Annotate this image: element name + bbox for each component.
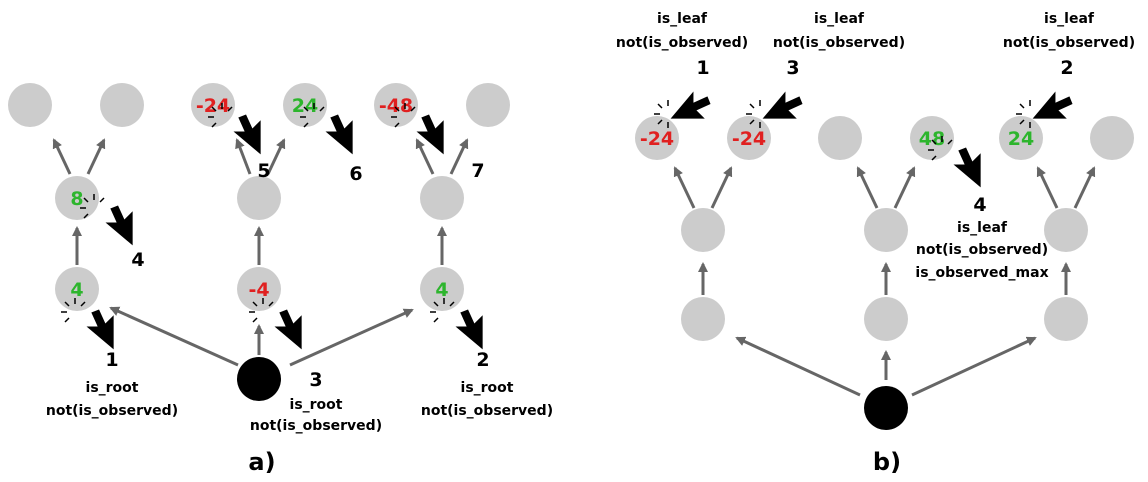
node-value: 24 [292,95,318,117]
leaf-node[interactable] [100,83,144,127]
step-number: 7 [471,160,484,182]
click-indicator [391,103,444,154]
edge [893,166,916,209]
panel-a: -24 24 -48 8 4 -4 4 [8,83,553,476]
step-number: 4 [131,249,144,271]
click-indicator [249,298,302,349]
edge [109,306,239,367]
edge [235,138,252,175]
panel-label: a) [248,448,275,476]
click-indicator [654,92,711,128]
condition-label: is_root [290,397,343,413]
condition-label: not(is_observed) [773,35,905,51]
panel-a-edges [52,138,469,367]
leaf-node[interactable] [818,116,862,160]
first-level-node[interactable] [420,267,464,311]
condition-label: is_leaf [657,11,708,27]
step-number: 5 [257,160,270,182]
click-indicator [300,103,353,154]
panel-b-edges [673,166,1096,397]
node-value: -48 [379,95,413,117]
step-number: 3 [786,57,799,79]
edge [52,138,72,175]
edge [735,336,861,397]
leaf-node[interactable] [1090,116,1134,160]
root-node[interactable] [237,357,281,401]
leaf-node[interactable] [466,83,510,127]
first-level-node[interactable] [1044,297,1088,341]
condition-label: is_root [86,380,139,396]
click-indicator [208,103,261,154]
node-value: 4 [435,279,448,301]
leaf-node[interactable] [999,116,1043,160]
condition-label: not(is_observed) [421,403,553,419]
click-indicator [61,298,114,349]
middle-node[interactable] [1044,208,1088,252]
condition-label: is_root [461,380,514,396]
panel-b: -24 -24 48 24 1 is_leaf not(is_observed)… [616,11,1135,476]
edge [1036,166,1059,209]
node-value: -24 [640,128,674,150]
step-number: 2 [476,349,489,371]
node-value: -4 [248,279,269,301]
click-indicator [928,136,981,187]
root-node[interactable] [864,386,908,430]
click-indicator [430,298,483,349]
edge [449,138,469,175]
leaf-node[interactable] [910,116,954,160]
step-number: 3 [309,369,322,391]
condition-label: is_leaf [814,11,865,27]
edge [86,138,106,175]
middle-node[interactable] [55,176,99,220]
step-number: 4 [973,194,986,216]
condition-label: not(is_observed) [250,418,382,434]
edge [266,138,286,175]
middle-node[interactable] [237,176,281,220]
condition-label: is_leaf [957,220,1008,236]
panel-label: b) [873,448,901,476]
step-number: 1 [696,57,709,79]
edge [911,336,1037,397]
condition-label: is_leaf [1044,11,1095,27]
leaf-node[interactable] [8,83,52,127]
edge [289,308,414,367]
first-level-node[interactable] [55,267,99,311]
leaf-node[interactable] [283,83,327,127]
click-indicator [80,194,133,245]
edge [415,138,435,175]
condition-label: not(is_observed) [916,242,1048,258]
click-indicator [1016,92,1073,128]
node-value: 8 [70,188,83,210]
node-value: -24 [732,128,766,150]
middle-node[interactable] [864,208,908,252]
edge [856,166,879,209]
condition-label: not(is_observed) [46,403,178,419]
condition-label: is_observed_max [915,265,1048,281]
condition-label: not(is_observed) [616,35,748,51]
condition-label: not(is_observed) [1003,35,1135,51]
click-indicator [746,92,803,128]
first-level-node[interactable] [681,297,725,341]
edge [710,166,733,209]
middle-node[interactable] [681,208,725,252]
step-number: 2 [1060,57,1073,79]
middle-node[interactable] [420,176,464,220]
first-level-node[interactable] [864,297,908,341]
node-value: -24 [196,95,230,117]
leaf-node[interactable] [191,83,235,127]
node-value: 24 [1008,128,1034,150]
edge [673,166,696,209]
leaf-node[interactable] [374,83,418,127]
edge [1073,166,1096,209]
step-number: 1 [105,349,118,371]
node-value: 4 [70,279,83,301]
step-number: 6 [349,163,362,185]
node-value: 48 [919,128,945,150]
first-level-node[interactable] [237,267,281,311]
